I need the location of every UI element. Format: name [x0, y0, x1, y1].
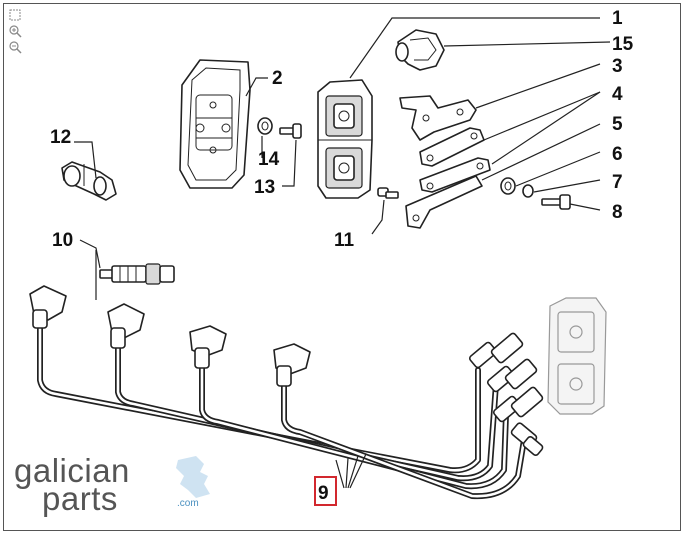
- logo-domain: .com: [177, 498, 199, 509]
- callout-6[interactable]: 6: [612, 144, 623, 165]
- part-9-ignition-cable-set[interactable]: [29, 285, 544, 500]
- leader-lines: [74, 17, 611, 489]
- callout-4[interactable]: 4: [612, 84, 623, 105]
- part-11-bolt[interactable]: [377, 187, 399, 199]
- callout-10[interactable]: 10: [52, 230, 73, 251]
- callout-12[interactable]: 12: [50, 127, 71, 148]
- part-15-clip[interactable]: [395, 29, 445, 71]
- part-12-clip[interactable]: [61, 161, 117, 201]
- part-10-spark-plug[interactable]: [99, 263, 175, 285]
- callout-14[interactable]: 14: [258, 149, 280, 170]
- fit-page-icon[interactable]: [8, 8, 22, 22]
- callout-1[interactable]: 1: [612, 8, 623, 29]
- callout-8[interactable]: 8: [612, 202, 623, 223]
- part-8-bolt[interactable]: [541, 194, 571, 210]
- highlight-box-callout-9: [314, 476, 337, 506]
- callout-5[interactable]: 5: [612, 114, 623, 135]
- callout-labels: 1 15 3 4 5 6 7 8 2 12 14 13 10 11 9: [50, 8, 634, 504]
- part-4-strap-lower[interactable]: [419, 157, 491, 193]
- part-6-washer[interactable]: [500, 177, 516, 195]
- brand-logo: galician parts .com: [14, 452, 224, 522]
- callout-13[interactable]: 13: [254, 177, 275, 198]
- callout-9[interactable]: 9: [318, 483, 329, 504]
- logo-word-parts: parts: [42, 480, 118, 517]
- part-5-bracket[interactable]: [405, 175, 483, 229]
- part-2-cover-plate[interactable]: [179, 59, 251, 189]
- part-1-ignition-coil[interactable]: [317, 79, 373, 199]
- part-13-screw[interactable]: [279, 123, 302, 139]
- zoom-toolbar: [8, 8, 24, 56]
- galicia-map-icon: [176, 456, 210, 498]
- callout-3[interactable]: 3: [612, 56, 623, 77]
- zoom-in-icon[interactable]: [8, 24, 22, 38]
- zoom-out-icon[interactable]: [8, 40, 22, 54]
- part-14-washer[interactable]: [257, 117, 273, 135]
- callout-11[interactable]: 11: [334, 230, 355, 251]
- part-7-spring-washer[interactable]: [522, 184, 534, 198]
- callout-7[interactable]: 7: [612, 172, 623, 193]
- coil-reference-ghost: [547, 297, 607, 415]
- part-3-bracket[interactable]: [399, 95, 477, 141]
- callout-15[interactable]: 15: [612, 34, 634, 55]
- logo-word-galician: galician: [14, 452, 130, 489]
- callout-2[interactable]: 2: [272, 68, 283, 89]
